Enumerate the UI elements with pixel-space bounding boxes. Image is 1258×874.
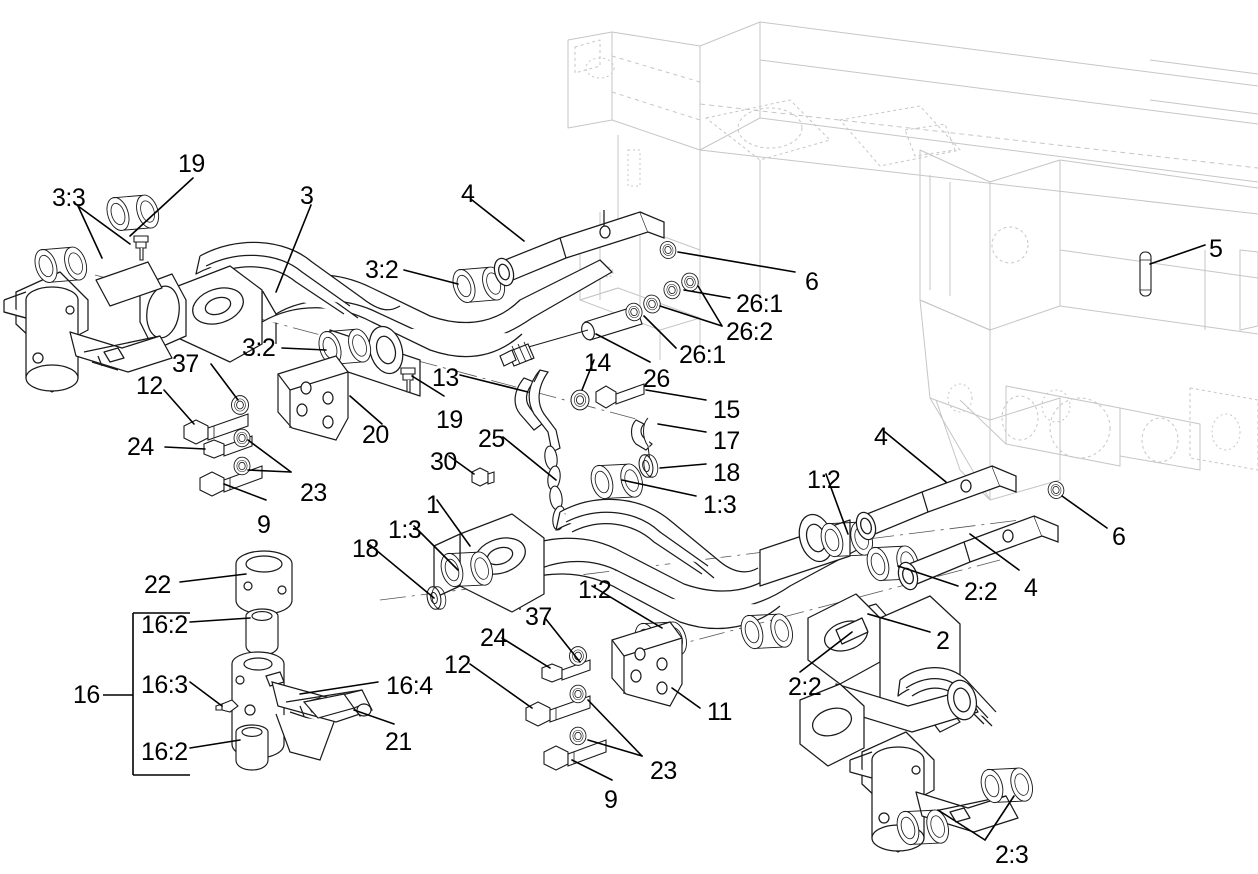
callout-label: 9 [257, 511, 271, 539]
callout-label: 4 [874, 423, 888, 451]
part-14-washer [570, 389, 590, 411]
callout-label: 12 [444, 651, 471, 679]
part-37-washer-upper [231, 395, 249, 415]
part-9-bolt-lower [543, 739, 607, 771]
callout-label: 23 [650, 757, 677, 785]
part-12-bolt-upper [183, 413, 249, 445]
callout-label: 14 [584, 349, 611, 377]
callout-label: 6 [805, 268, 819, 296]
callout-label: 24 [480, 624, 507, 652]
callout-label: 1 [426, 491, 440, 519]
part-15-bolt [595, 383, 645, 409]
callout-label: 18 [713, 459, 740, 487]
callout-label: 19 [178, 150, 205, 178]
part-37-washer-lower [569, 646, 587, 666]
callout-label: 3:3 [52, 184, 86, 212]
part-21-clip [302, 693, 372, 719]
part-16-2-bushing-lower [235, 724, 269, 771]
callout-label: 30 [430, 448, 457, 476]
bracket-16 [103, 612, 190, 776]
part-5-spring-pin [1139, 251, 1152, 297]
callout-label: 1:2 [578, 576, 612, 604]
callout-label: 6 [1112, 523, 1126, 551]
callout-label: 13 [432, 364, 459, 392]
callout-label: 3 [300, 182, 314, 210]
callout-label: 23 [300, 479, 327, 507]
callout-label: 25 [478, 425, 505, 453]
part-17-hairpin [630, 417, 653, 463]
part-22-cap [235, 550, 293, 615]
part-4-lower-cylinders [855, 465, 1059, 591]
callout-label: 26 [643, 365, 670, 393]
callout-label: 9 [604, 786, 618, 814]
callout-label: 24 [127, 433, 154, 461]
callout-label: 17 [713, 427, 740, 455]
part-20-mount-plate [277, 355, 349, 441]
callout-label: 12 [136, 372, 163, 400]
callout-label: 22 [144, 571, 171, 599]
callout-label: 18 [352, 535, 379, 563]
callout-label: 16:3 [141, 671, 188, 699]
callout-label: 4 [1024, 574, 1038, 602]
part-11-mount-plate [611, 621, 683, 707]
part-30-locknut [471, 467, 495, 487]
callout-label: 26:1 [679, 341, 726, 369]
callout-label: 16:4 [386, 672, 433, 700]
leader-lines [77, 177, 1206, 841]
callout-label: 37 [172, 350, 199, 378]
callout-label: 2 [936, 627, 950, 655]
callout-label: 3:2 [365, 256, 399, 284]
callout-label: 1:2 [807, 466, 841, 494]
part-16-2-bushing-upper [245, 608, 279, 656]
callout-label: 16:2 [141, 738, 188, 766]
callout-label: 5 [1209, 235, 1223, 263]
callout-label: 37 [525, 603, 552, 631]
callout-label: 2:3 [995, 841, 1029, 869]
part-4-upper-cylinder [493, 210, 665, 287]
callout-label: 2:2 [788, 673, 822, 701]
callout-label: 15 [713, 396, 740, 424]
callout-label: 1:3 [388, 516, 422, 544]
callout-label: 16:2 [141, 611, 188, 639]
callout-label: 26:2 [726, 318, 773, 346]
callout-label: 3:2 [242, 334, 276, 362]
callout-label: 11 [707, 698, 732, 726]
part-19-pins [133, 235, 416, 393]
callout-label: 2:2 [964, 578, 998, 606]
callout-label: 16 [73, 681, 100, 709]
part-16-3-setscrew [215, 699, 239, 713]
callout-label: 1:3 [703, 491, 737, 519]
callout-label: 20 [362, 421, 389, 449]
callout-label: 4 [461, 180, 475, 208]
callout-label: 21 [385, 728, 412, 756]
callout-label: 26:1 [736, 290, 783, 318]
callout-label: 19 [436, 406, 463, 434]
